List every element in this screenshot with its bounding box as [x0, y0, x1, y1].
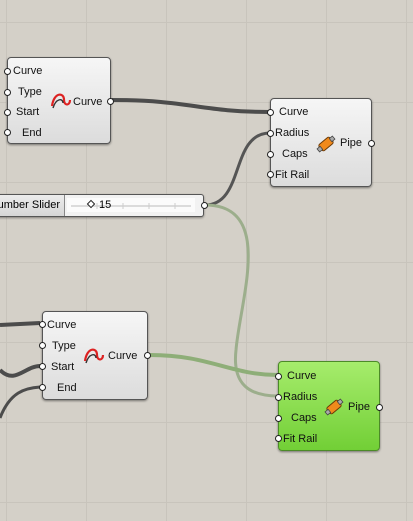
input-label-curve: Curve	[13, 65, 43, 77]
output-label-pipe: Pipe	[348, 401, 371, 413]
pipe-icon	[316, 135, 336, 153]
curve-icon	[83, 348, 105, 364]
pipe-component-1[interactable]: Curve Radius Caps Fit Rail Pipe	[267, 98, 375, 187]
input-label-curve: Curve	[287, 370, 317, 382]
input-grip-curve[interactable]	[275, 373, 282, 380]
input-grip-fit-rail[interactable]	[275, 435, 282, 442]
pipe-icon	[324, 398, 344, 416]
input-grip-caps[interactable]	[267, 151, 274, 158]
input-grip-fit-rail[interactable]	[267, 171, 274, 178]
input-grip-curve[interactable]	[4, 68, 11, 75]
input-grip-radius[interactable]	[275, 394, 282, 401]
input-label-curve: Curve	[47, 319, 77, 331]
slider-ticks	[71, 203, 191, 209]
input-grip-caps[interactable]	[275, 415, 282, 422]
output-grip-pipe[interactable]	[368, 140, 375, 147]
input-label-end: End	[57, 382, 77, 394]
slider-label: umber Slider	[0, 195, 65, 216]
slider-value: 15	[99, 199, 112, 211]
input-grip-curve[interactable]	[267, 109, 274, 116]
input-label-start: Start	[16, 106, 40, 118]
input-label-fit-rail: Fit Rail	[275, 169, 310, 181]
input-grip-curve[interactable]	[39, 321, 46, 328]
output-grip-pipe[interactable]	[376, 404, 383, 411]
input-grip-start[interactable]	[4, 109, 11, 116]
input-grip-radius[interactable]	[267, 130, 274, 137]
input-label-radius: Radius	[275, 127, 310, 139]
input-label-type: Type	[52, 340, 76, 352]
curve-component-1[interactable]: Curve Type Start End Curve	[4, 57, 114, 144]
input-label-radius: Radius	[283, 391, 318, 403]
input-grip-type[interactable]	[4, 89, 11, 96]
output-label-curve: Curve	[73, 96, 103, 108]
output-label-pipe: Pipe	[340, 137, 363, 149]
curve-icon	[50, 93, 72, 109]
input-grip-end[interactable]	[4, 129, 11, 136]
input-label-fit-rail: Fit Rail	[283, 433, 318, 445]
input-grip-start[interactable]	[39, 363, 46, 370]
output-grip-slider[interactable]	[201, 202, 208, 209]
input-grip-end[interactable]	[39, 384, 46, 391]
output-grip-curve[interactable]	[107, 98, 114, 105]
input-label-caps: Caps	[291, 412, 317, 424]
input-label-caps: Caps	[282, 148, 308, 160]
number-slider[interactable]: umber Slider 15	[0, 194, 208, 217]
input-grip-type[interactable]	[39, 342, 46, 349]
curve-component-2[interactable]: Curve Type Start End Curve	[39, 311, 151, 400]
input-label-end: End	[22, 127, 42, 139]
input-label-type: Type	[18, 86, 42, 98]
input-label-curve: Curve	[279, 106, 309, 118]
output-grip-curve[interactable]	[144, 352, 151, 359]
output-label-curve: Curve	[108, 350, 138, 362]
pipe-component-2-selected[interactable]: Curve Radius Caps Fit Rail Pipe	[275, 361, 383, 451]
slider-track[interactable]	[67, 198, 195, 212]
input-label-start: Start	[51, 361, 75, 373]
